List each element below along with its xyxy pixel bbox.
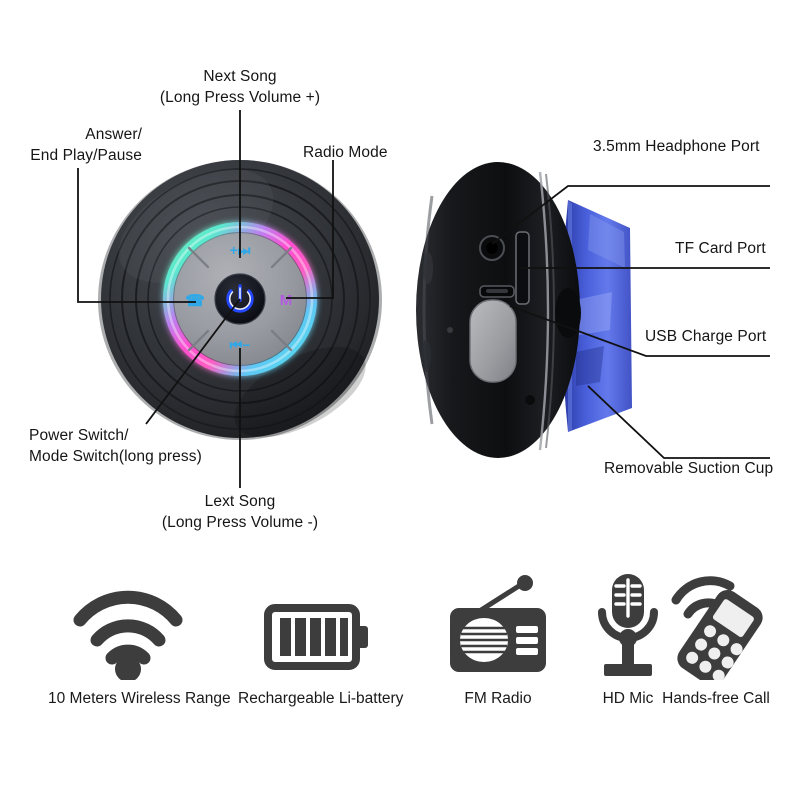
- next-song-button: +⏭: [230, 242, 251, 258]
- callout-radio-mode: Radio Mode: [303, 142, 463, 163]
- callout-next-song-line2: (Long Press Volume +): [159, 89, 321, 106]
- callout-next-song: Next Song (Long Press Volume +): [140, 66, 340, 108]
- callout-lext-song: Lext Song (Long Press Volume -): [140, 491, 340, 533]
- leader-suction: [587, 385, 770, 459]
- feature-hd-mic-label: HD Mic: [602, 690, 654, 707]
- phone-icon: [671, 576, 763, 680]
- callout-usb-charge-port-line1: USB Charge Port: [645, 328, 767, 345]
- leader-radio: [286, 160, 334, 299]
- side-body: [416, 162, 581, 458]
- mic-icon: [598, 574, 658, 676]
- feature-hd-mic: HD Mic: [548, 565, 708, 740]
- led-ring: [163, 222, 317, 376]
- wifi-icon: [73, 590, 183, 680]
- callout-radio-mode-line1: Radio Mode: [303, 144, 388, 161]
- answer-call-button: ☎: [185, 293, 205, 310]
- feature-hands-free-call-label: Hands-free Call: [662, 690, 770, 707]
- callout-answer-end-play-pause: Answer/ End Play/Pause: [0, 124, 142, 166]
- feature-wireless-range: 10 Meters Wireless Range: [48, 565, 231, 740]
- feature-fm-radio: FM Radio: [418, 565, 578, 740]
- feature-wireless-range-label: 10 Meters Wireless Range: [48, 690, 231, 707]
- radio-mode-button: M: [280, 292, 293, 309]
- feature-fm-radio-label: FM Radio: [464, 690, 532, 707]
- radio-icon: [450, 575, 546, 672]
- callout-lext-song-line2: (Long Press Volume -): [161, 514, 319, 531]
- usb-port: [480, 286, 514, 297]
- prev-song-button: ⏮−: [230, 337, 251, 353]
- port-cover-flap: [470, 300, 516, 382]
- callout-headphone-port-line1: 3.5mm Headphone Port: [593, 138, 760, 155]
- callout-headphone-port: 3.5mm Headphone Port: [593, 136, 800, 157]
- leader-headphone: [491, 185, 770, 245]
- feature-li-battery-label: Rechargeable Li-battery: [238, 690, 404, 707]
- control-panel: +⏭ M ⏮− ☎: [174, 233, 306, 365]
- leader-power: [145, 298, 241, 425]
- callout-tf-card-port: TF Card Port: [675, 238, 800, 259]
- callout-suction-cup-line1: Removable Suction Cup: [604, 460, 774, 477]
- callout-answer-line2: End Play/Pause: [30, 147, 142, 164]
- callout-answer-line1: Answer/: [85, 126, 142, 143]
- speaker-body: [98, 160, 382, 440]
- tf-card-slot: [516, 232, 529, 304]
- power-button: [214, 273, 266, 325]
- leader-answer: [77, 168, 196, 303]
- callout-power-line1: Power Switch/: [29, 427, 129, 444]
- callout-tf-card-port-line1: TF Card Port: [675, 240, 766, 257]
- callout-power-line2: Mode Switch(long press): [29, 448, 202, 465]
- callout-usb-charge-port: USB Charge Port: [645, 326, 800, 347]
- suction-cup: [562, 200, 632, 432]
- port-cluster: [469, 231, 535, 405]
- callout-removable-suction-cup: Removable Suction Cup: [604, 458, 800, 479]
- battery-icon: [264, 604, 368, 670]
- headphone-jack: [480, 236, 504, 260]
- feature-hands-free-call: Hands-free Call: [636, 565, 796, 740]
- feature-li-battery: Rechargeable Li-battery: [238, 565, 404, 740]
- callout-power-switch: Power Switch/ Mode Switch(long press): [29, 425, 289, 467]
- feature-strip: 10 Meters Wireless Range Rechargeable: [0, 565, 800, 740]
- callout-lext-song-line1: Lext Song: [204, 493, 276, 510]
- callout-next-song-line1: Next Song: [203, 68, 277, 85]
